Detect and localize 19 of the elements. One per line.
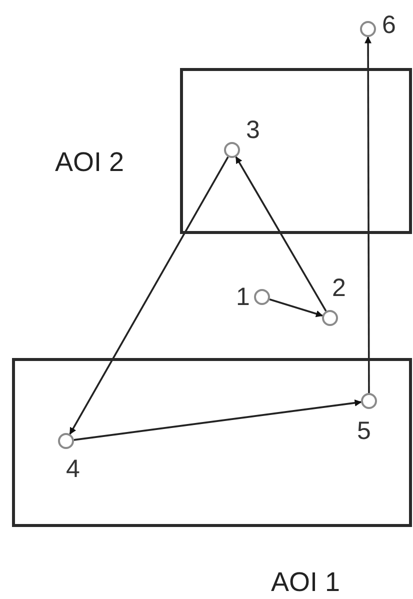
arrow — [269, 298, 324, 318]
fixation-circle — [361, 393, 377, 409]
arrow — [69, 156, 229, 435]
fixation-circle — [224, 142, 240, 158]
fixation-number: 3 — [246, 118, 260, 143]
fixation-number: 5 — [357, 419, 371, 444]
aoi-label: AOI 1 — [271, 569, 340, 596]
fixation-circle — [254, 289, 270, 305]
fixation-number: 6 — [382, 13, 396, 38]
fixation-circle — [322, 310, 338, 326]
fixation-number: 2 — [332, 276, 346, 301]
arrow — [235, 156, 327, 312]
fixation-number: 4 — [66, 457, 80, 482]
aoi-label: AOI 2 — [55, 149, 124, 176]
arrow — [364, 36, 372, 393]
arrow — [74, 399, 362, 441]
fixation-circle — [360, 21, 376, 37]
fixation-circle — [58, 433, 74, 449]
fixation-number: 1 — [236, 285, 250, 310]
